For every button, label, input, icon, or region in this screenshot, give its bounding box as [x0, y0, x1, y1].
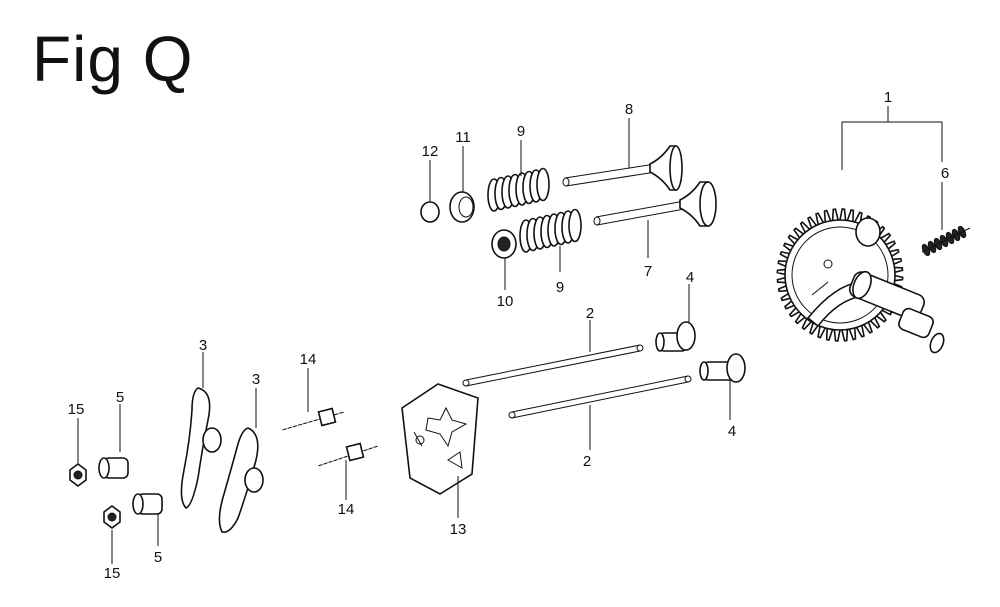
callout-9-lower: 9 — [556, 279, 564, 296]
callout-labels: 1 2 2 3 3 4 4 5 5 6 7 8 9 9 10 11 12 13 … — [68, 89, 950, 582]
part-7-valve — [593, 181, 717, 227]
callout-11: 11 — [455, 129, 471, 146]
part-14-stud-lower — [316, 440, 380, 472]
callout-12: 12 — [422, 143, 439, 160]
callout-15-upper: 15 — [68, 401, 85, 418]
part-10-spring-retainer — [491, 229, 517, 259]
part-4-tappet-lower — [699, 353, 746, 383]
part-5-rocker-pivot-upper — [98, 457, 129, 479]
part-12-valve-cap — [420, 201, 440, 223]
callout-6: 6 — [941, 165, 949, 182]
part-11-spring-retainer — [449, 191, 475, 223]
part-5-rocker-pivot-lower — [132, 493, 163, 515]
callout-10: 10 — [497, 293, 514, 310]
part-13-push-rod-guide-plate — [401, 383, 479, 495]
part-4-tappet-upper — [655, 321, 696, 352]
callout-2-upper: 2 — [586, 305, 594, 322]
callout-5-upper: 5 — [116, 389, 124, 406]
callout-3-right: 3 — [252, 371, 260, 388]
callout-7: 7 — [644, 263, 652, 280]
callout-1: 1 — [884, 89, 892, 106]
part-15-nut-upper — [69, 463, 87, 487]
part-15-nut-lower — [103, 505, 121, 529]
leader-lines — [77, 106, 943, 564]
callout-4-lower: 4 — [728, 423, 736, 440]
callout-9-upper: 9 — [517, 123, 525, 140]
callout-5-lower: 5 — [154, 549, 162, 566]
part-6-pin — [921, 225, 971, 257]
part-2-push-rod-lower — [508, 375, 692, 419]
part-9-valve-spring-upper — [487, 167, 550, 212]
part-3-rocker-arm-right — [218, 427, 264, 534]
callout-2-lower: 2 — [583, 453, 591, 470]
part-3-rocker-arm-left — [180, 387, 222, 509]
callout-14-upper: 14 — [300, 351, 317, 368]
part-2-push-rod-upper — [462, 344, 644, 387]
part-8-valve — [562, 145, 683, 191]
callout-14-lower: 14 — [338, 501, 355, 518]
callout-15-lower: 15 — [104, 565, 121, 582]
part-9-valve-spring-lower — [519, 208, 582, 253]
part-14-stud-upper — [280, 406, 346, 436]
part-1-camshaft-gear — [776, 208, 945, 354]
callout-13: 13 — [450, 521, 467, 538]
callout-8: 8 — [625, 101, 633, 118]
figure-title: Fig Q — [32, 23, 194, 95]
callout-3-left: 3 — [199, 337, 207, 354]
callout-4-upper: 4 — [686, 269, 694, 286]
